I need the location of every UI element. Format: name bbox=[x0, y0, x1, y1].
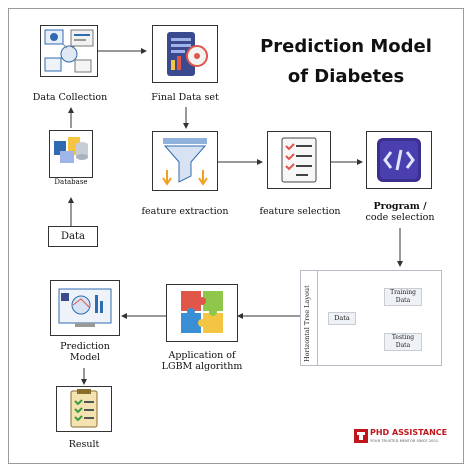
prediction-model-icon-box bbox=[50, 280, 120, 336]
database-icon bbox=[54, 137, 88, 163]
phd-assistance-logo: PHD ASSISTANCE YOUR TRUSTED MENTOR SINCE… bbox=[354, 428, 454, 448]
testing-label-line-1: Testing bbox=[391, 334, 415, 341]
prediction-dashboard-icon bbox=[58, 288, 112, 327]
data-collection-icon-box bbox=[40, 25, 98, 77]
final-data-set-label: Final Data set bbox=[151, 92, 219, 103]
data-box: Data bbox=[48, 226, 98, 247]
training-label-line-2: Data bbox=[395, 297, 411, 304]
program-label-line-2: code selection bbox=[365, 212, 435, 223]
clipboard-result-icon bbox=[70, 389, 98, 428]
testing-data-node: Testing Data bbox=[384, 333, 422, 351]
result-label: Result bbox=[68, 439, 100, 450]
title-line-1: Prediction Model bbox=[260, 36, 432, 57]
feature-selection-icon-box bbox=[267, 131, 331, 189]
tree-data-node: Data bbox=[328, 312, 356, 325]
feature-extraction-icon-box bbox=[152, 131, 218, 191]
program-icon-box bbox=[366, 131, 432, 189]
data-collection-label: Data Collection bbox=[32, 92, 108, 103]
data-collection-icon bbox=[44, 29, 94, 73]
lgbm-icon-box bbox=[166, 284, 238, 342]
tree-layout-box bbox=[300, 270, 442, 366]
testing-label-line-2: Data bbox=[395, 342, 411, 349]
result-icon-box bbox=[56, 386, 112, 432]
logo-name: PHD ASSISTANCE bbox=[370, 428, 448, 437]
feature-selection-label: feature selection bbox=[259, 206, 341, 217]
lgbm-label-line-1: Application of bbox=[168, 350, 236, 361]
database-icon-box bbox=[49, 130, 93, 178]
tree-title-strip bbox=[301, 271, 318, 365]
tree-data-label: Data bbox=[334, 314, 350, 322]
logo-tagline: YOUR TRUSTED MENTOR SINCE 2001 bbox=[370, 439, 439, 443]
lgbm-label-line-2: LGBM algorithm bbox=[161, 361, 243, 372]
prediction-label-line-2: Model bbox=[69, 352, 101, 363]
data-label: Data bbox=[61, 231, 85, 242]
feature-extraction-label: feature extraction bbox=[141, 206, 229, 217]
filter-funnel-icon bbox=[162, 138, 208, 186]
tree-title: Horizontal Tree Layout bbox=[303, 285, 311, 362]
training-label-line-1: Training bbox=[390, 289, 416, 296]
program-label-line-1: Program / bbox=[373, 201, 427, 212]
code-icon bbox=[377, 138, 421, 182]
title-line-2: of Diabetes bbox=[287, 66, 405, 87]
prediction-label-line-1: Prediction bbox=[60, 341, 110, 352]
training-data-node: Training Data bbox=[384, 288, 422, 306]
puzzle-icon bbox=[181, 291, 223, 333]
database-label: Database bbox=[54, 178, 88, 186]
final-data-set-icon-box bbox=[152, 25, 218, 83]
logo-mark-icon bbox=[354, 429, 368, 443]
dataset-icon bbox=[167, 32, 208, 76]
checklist-icon bbox=[281, 137, 317, 183]
